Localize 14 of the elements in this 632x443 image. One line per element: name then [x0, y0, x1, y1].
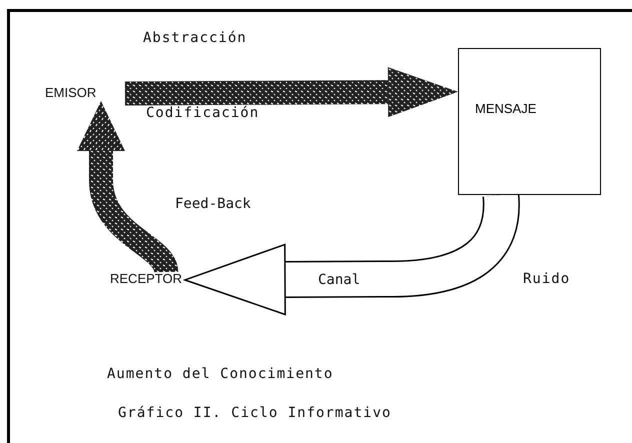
block-arrow: [77, 101, 178, 274]
block-arrow: [124, 67, 458, 118]
message-box: [458, 48, 601, 195]
caption: Gráfico II. Ciclo Informativo: [118, 406, 392, 420]
text-label: Ruido: [523, 272, 570, 286]
text-label: Codificación: [146, 106, 260, 120]
node-label: EMISOR: [45, 86, 125, 101]
edge-label: Feed-Back: [175, 197, 251, 211]
edge-label: Canal: [318, 273, 360, 287]
text-label: Abstracción: [143, 31, 247, 45]
text-label: Aumento del Conocimiento: [107, 367, 334, 381]
box-label: MENSAJE: [475, 101, 536, 116]
node-label: RECEPTOR: [110, 272, 185, 287]
outlined-arrow: [184, 194, 520, 316]
